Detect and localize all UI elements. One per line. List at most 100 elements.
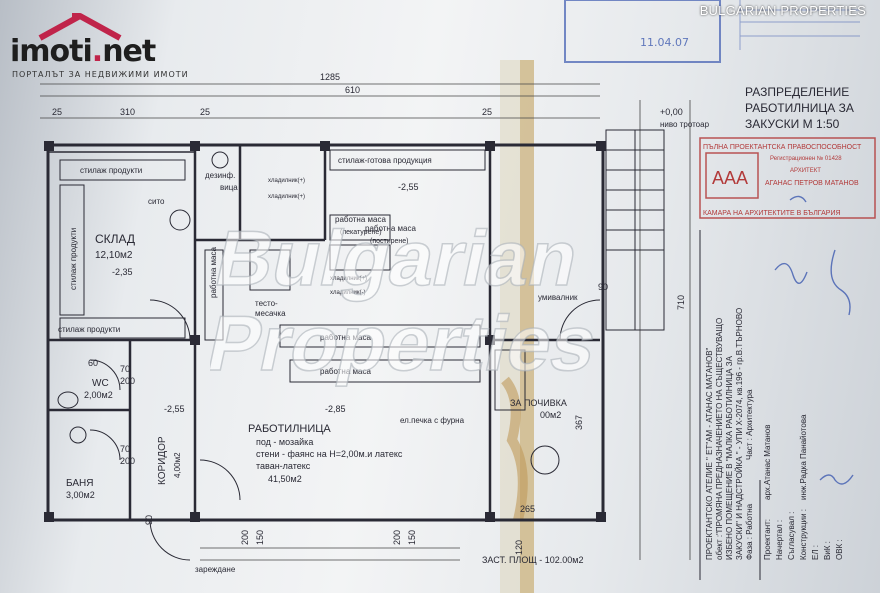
top-registration-stamps: 11.04.07 (564, 0, 860, 63)
dim-70b: 70 (120, 444, 130, 454)
room-top-level: -2,55 (398, 182, 419, 192)
label-dezinf: дезинф. (205, 171, 235, 180)
room-banya-area: 3,00м2 (66, 490, 95, 500)
svg-text:11.04.07: 11.04.07 (640, 36, 689, 49)
label-built-area: ЗАСТ. ПЛОЩ - 102.00м2 (482, 555, 583, 565)
room-wc-area: 2,00м2 (84, 390, 113, 400)
dim-150b: 150 (407, 530, 417, 545)
dim-120: 120 (514, 540, 524, 555)
structural-columns (44, 141, 606, 522)
dim-90b: 90 (144, 515, 154, 525)
dim-25c: 25 (482, 107, 492, 117)
room-banya-name: БАНЯ (66, 478, 93, 489)
dim-25a: 25 (52, 107, 62, 117)
label-shelf2: стилаж продукти (69, 228, 78, 290)
label-shelf1: стилаж продукти (80, 166, 142, 175)
stamp-emblem-icon: ААА (712, 168, 748, 188)
label-worktable4: работна маса (320, 367, 371, 376)
label-worktable1: работна маса (335, 215, 386, 224)
door-swings (89, 299, 601, 561)
tb-vik-label: ВиК : (823, 541, 832, 560)
plan-title-line1: РАЗПРЕДЕЛЕНИЕ (745, 85, 849, 99)
room-sklad-name: СКЛАД (95, 232, 135, 246)
watermark-top-right: BULGARIAN PROPERTIES (699, 3, 866, 18)
label-stove: ел.печка с фурна (400, 416, 465, 425)
plan-title-line3: ЗАКУСКИ М 1:50 (745, 117, 840, 131)
tb-constr-label: Конструкции : (799, 509, 808, 560)
signatures (774, 195, 854, 485)
dim-200c: 200 (120, 376, 135, 386)
dim-70a: 70 (120, 364, 130, 374)
room-work-area: 41,50м2 (268, 474, 302, 484)
dim-265: 265 (520, 504, 535, 514)
furniture-outlines (57, 149, 560, 475)
plan-title: РАЗПРЕДЕЛЕНИЕ РАБОТИЛНИЦА ЗА ЗАКУСКИ М 1… (660, 85, 854, 131)
tb-agreed: инж.Радка Панайотова (799, 414, 808, 500)
room-work-ceiling: таван-латекс (256, 461, 311, 471)
room-koridor-area: 4,00м2 (173, 452, 182, 478)
room-wc-name: WC (92, 378, 109, 389)
label-delivery: зареждане (195, 565, 236, 574)
tb-phase: Фаза : Работна (745, 503, 754, 560)
staircase (605, 129, 665, 331)
label-wash: умивалник (538, 293, 578, 302)
tb-agreed-label: Съгласувал : (787, 512, 796, 560)
tb-designer: арх.Атанас Матанов (763, 425, 772, 500)
room-work-floor: под - мозайка (256, 437, 313, 447)
tb-designer-label: Проектант: (763, 519, 772, 560)
room-sklad-level: -2,35 (112, 267, 133, 277)
stamp-line1: ПЪЛНА ПРОЕКТАНТСКА ПРАВОСПОСОБНОСТ (703, 144, 862, 151)
label-worktable-sub: (пекатурене) (340, 229, 382, 236)
tb-el-label: ЕЛ : (811, 545, 820, 560)
imoti-logo-text: imoti.net (10, 34, 156, 69)
dim-90a: 90 (598, 282, 608, 292)
room-work-level: -2,85 (325, 404, 346, 414)
tb-firm: ПРОЕКТАНТСКО АТЕЛИЕ " ЕТ"АМ - АТАНАС МАТ… (705, 347, 714, 560)
tb-ovk-label: ОВК : (835, 539, 844, 560)
label-fridge1: хладилник(+) (268, 178, 305, 184)
room-rest-area: 00м2 (540, 410, 561, 420)
label-fridge4: хладилник(-) (330, 290, 365, 296)
label-shelf3: стилаж продукти (58, 325, 120, 334)
title-block: ПРОЕКТАНТСКО АТЕЛИЕ " ЕТ"АМ - АТАНАС МАТ… (699, 230, 844, 580)
tb-object2: ИЗБЕНО ПОМЕЩЕНИЕ В "МАЛКА РАБОТИЛНИЦА ЗА (725, 355, 734, 560)
dim-200b: 200 (392, 530, 402, 545)
label-shelf-ready: стилаж-готова продукция (338, 156, 432, 165)
label-mixer2: месачка (255, 309, 286, 318)
label-worktable2: работна маса (365, 224, 416, 233)
room-koridor-name: КОРИДОР (157, 436, 168, 485)
internal-walls (48, 145, 600, 520)
entrance-level: +0,00 (660, 107, 683, 117)
label-worktable3: работна маса (320, 333, 371, 342)
dim-25b: 25 (200, 107, 210, 117)
dim-610: 610 (345, 85, 360, 95)
tb-drafter-label: Начертал : (775, 520, 784, 560)
room-rest-name: ЗА ПОЧИВКА (510, 398, 567, 408)
label-fridge2: хладилник(+) (268, 194, 305, 200)
furniture-labels: стилаж продукти стилаж продукти стилаж п… (58, 156, 583, 574)
room-work-name: РАБОТИЛНИЦА (248, 423, 331, 435)
label-worktable-sub2: (постирене) (370, 238, 409, 245)
label-fridge3: хладилник(+) (330, 276, 367, 282)
dim-total: 1285 (320, 72, 340, 82)
plan-title-line2: РАБОТИЛНИЦА ЗА (745, 101, 854, 115)
dimension-lines (40, 83, 691, 561)
stamp-line3: АРХИТЕКТ (790, 168, 821, 174)
label-vica: вица (220, 183, 238, 192)
dim-150a: 150 (255, 530, 265, 545)
dim-60: 60 (88, 358, 98, 368)
tb-part: Част : Архитектура (745, 389, 754, 460)
stamp-line4: АГАНАС ПЕТРОВ МАТАНОВ (765, 180, 859, 187)
entrance-level-label: ниво тротоар (660, 120, 710, 129)
dim-710: 710 (676, 295, 686, 310)
label-mixer1: тесто- (255, 299, 278, 308)
imoti-logo-subtitle: ПОРТАЛЪТ ЗА НЕДВИЖИМИ ИМОТИ (12, 70, 189, 79)
label-wall-table: работна маса (209, 247, 218, 298)
tb-object1: обект :"ПРОМЯНА ПРЕДНАЗНАЧЕНИЕТО НА СЪЩЕ… (715, 318, 724, 560)
stamp-line2: Регистрационен № 01428 (770, 155, 842, 162)
room-labels: СКЛАД 12,10м2 -2,35 WC 2,00м2 БАНЯ 3,00м… (66, 182, 567, 500)
architect-stamp: ПЪЛНА ПРОЕКТАНТСКА ПРАВОСПОСОБНОСТ Регис… (699, 137, 876, 219)
dim-310: 310 (120, 107, 135, 117)
room-koridor-level: -2,55 (164, 404, 185, 414)
